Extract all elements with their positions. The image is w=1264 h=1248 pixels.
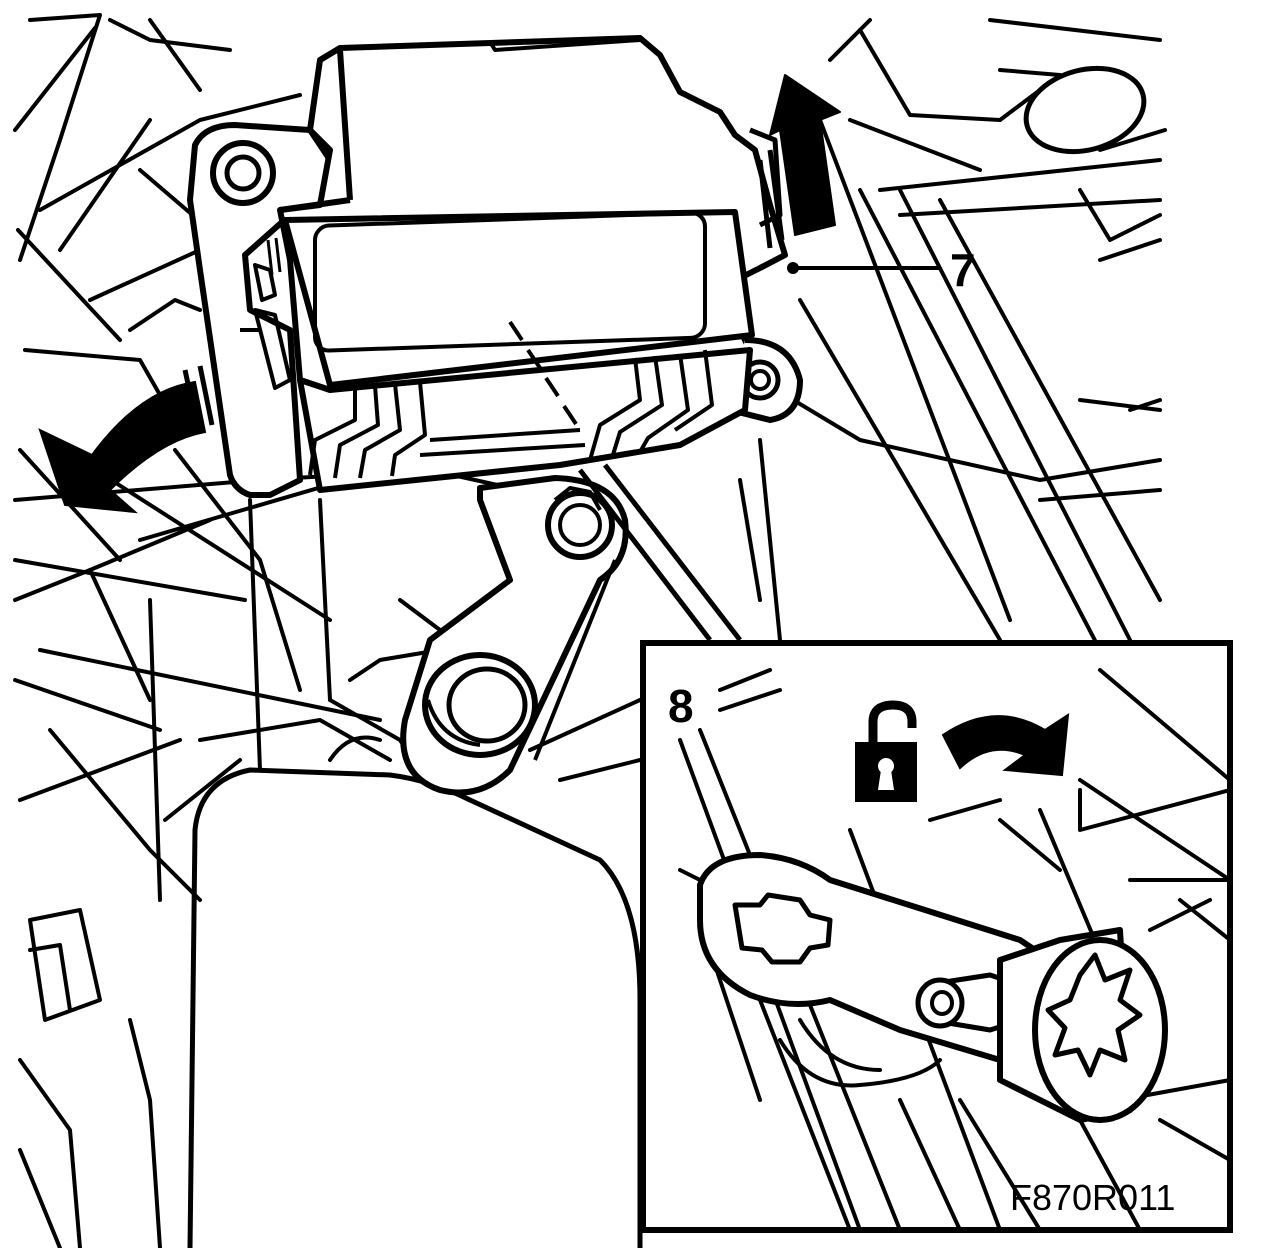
lever-bracket: [400, 475, 629, 796]
curved-arrow-right-icon: [941, 713, 1070, 777]
open-padlock-icon: [855, 700, 917, 802]
callout-7-label: 7: [950, 244, 976, 296]
figure-id: F870R011: [1010, 1177, 1175, 1218]
straight-arrow-up-icon: [757, 74, 841, 249]
alignment-dashed-line: [508, 320, 578, 426]
callout-7: 7: [787, 244, 976, 296]
inset-leader: [578, 463, 742, 642]
curved-arrow-left-icon: [38, 365, 215, 514]
detail-inset: 8 F870R011: [640, 640, 1233, 1233]
control-module: [187, 35, 803, 498]
callout-8-label: 8: [668, 680, 694, 732]
inset-lever: [697, 852, 1168, 1123]
